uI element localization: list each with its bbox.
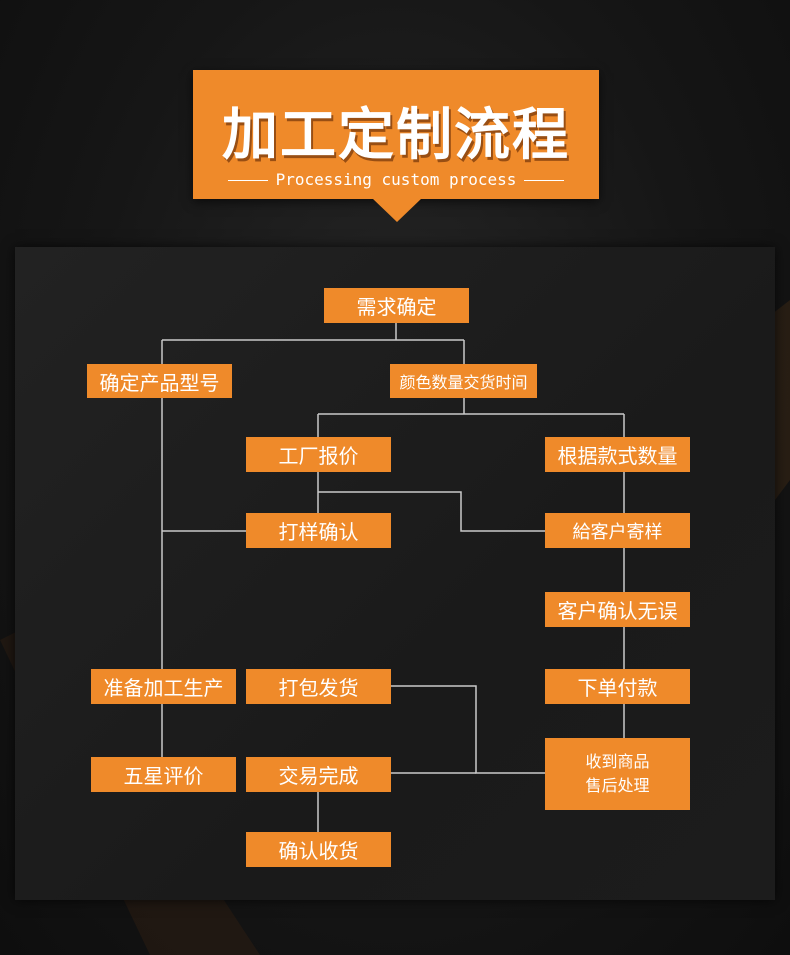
- page-subtitle: Processing custom process: [275, 170, 517, 189]
- node-receive-goods-line1: 收到商品: [585, 752, 650, 771]
- subtitle-left-rule: [228, 180, 268, 181]
- node-five-star: 五星评价: [91, 757, 236, 792]
- connector-ship-to-receive: [391, 685, 545, 774]
- subtitle-right-rule: [524, 180, 564, 181]
- node-receive-goods: 收到商品 售后处理: [545, 738, 690, 810]
- node-send-sample: 給客户寄样: [545, 513, 690, 548]
- node-confirm-receipt: 确认收货: [246, 832, 391, 867]
- node-prepare-production: 准备加工生产: [91, 669, 236, 704]
- node-product-model: 确定产品型号: [87, 364, 232, 398]
- node-customer-confirm: 客户确认无误: [545, 592, 690, 627]
- node-receive-goods-line2: 售后处理: [585, 776, 650, 795]
- node-pack-ship: 打包发货: [246, 669, 391, 704]
- node-place-order: 下单付款: [545, 669, 690, 704]
- node-factory-quote: 工厂报价: [246, 437, 391, 472]
- node-color-qty-delivery: 颜色数量交货时间: [390, 364, 537, 398]
- page-title: 加工定制流程: [222, 103, 570, 168]
- connector-quote-to-send-sample: [318, 491, 545, 532]
- node-deal-done: 交易完成: [246, 757, 391, 792]
- node-sample-confirm: 打样确认: [246, 513, 391, 548]
- node-requirement: 需求确定: [324, 288, 469, 323]
- title-banner: 加工定制流程 Processing custom process: [193, 70, 599, 199]
- banner-pointer: [372, 198, 422, 222]
- node-by-style-qty: 根据款式数量: [545, 437, 690, 472]
